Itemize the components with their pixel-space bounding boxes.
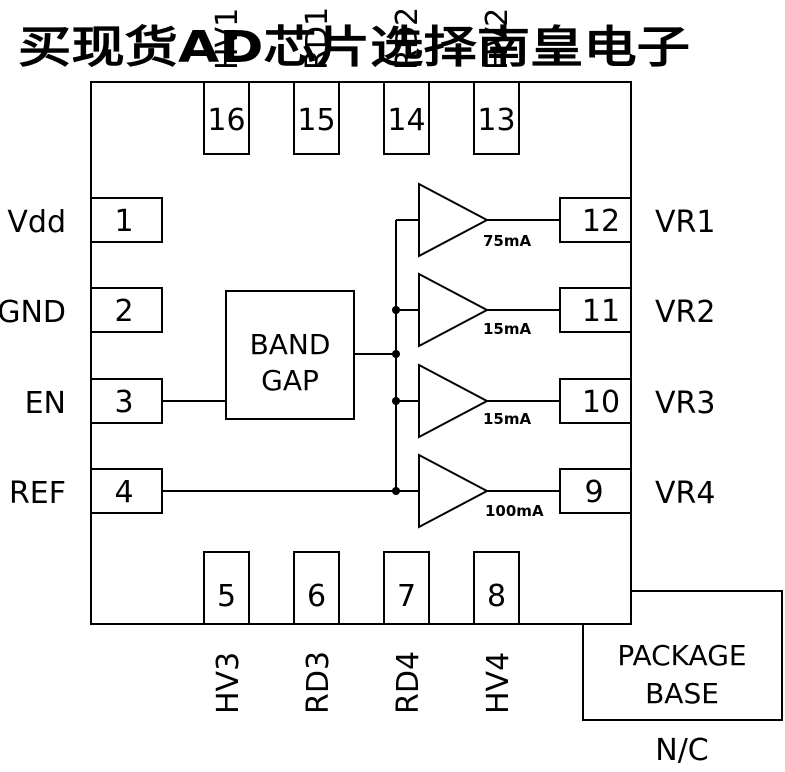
pin-3-label: EN bbox=[25, 386, 66, 421]
pin-8-label: HV4 bbox=[481, 652, 516, 714]
pin-11-label: VR2 bbox=[655, 295, 715, 330]
pin-12-label: VR1 bbox=[655, 205, 715, 240]
pin-15-label: RD1 bbox=[300, 7, 335, 70]
amp-1-current: 75mA bbox=[483, 232, 532, 250]
pin-10-number: 10 bbox=[582, 385, 620, 420]
amplifier-2 bbox=[418, 272, 490, 348]
pin-7-number: 7 bbox=[397, 579, 416, 614]
pin-15-number: 15 bbox=[297, 103, 335, 138]
pin-10-box bbox=[559, 378, 632, 424]
pin-1-box bbox=[90, 197, 163, 243]
pin-14-box bbox=[383, 81, 430, 155]
pin-2-box bbox=[90, 287, 163, 333]
pin-10-label: VR3 bbox=[655, 386, 715, 421]
pin-16-box bbox=[203, 81, 250, 155]
pin-9-label: VR4 bbox=[655, 476, 715, 511]
pin-11-box bbox=[559, 287, 632, 333]
amp-4-current: 100mA bbox=[485, 502, 544, 520]
band-gap-line1: BAND bbox=[250, 328, 331, 361]
pin-14-number: 14 bbox=[387, 103, 425, 138]
amp-3-current: 15mA bbox=[483, 410, 532, 428]
pin-5-number: 5 bbox=[217, 579, 236, 614]
pin-8-number: 8 bbox=[487, 579, 506, 614]
pin-7-label: RD4 bbox=[391, 651, 426, 714]
pin-6-box bbox=[293, 551, 340, 625]
pin-9-number: 9 bbox=[584, 475, 603, 510]
package-base-line1: PACKAGE bbox=[617, 639, 746, 672]
package-base-nc: N/C bbox=[655, 733, 709, 768]
pin-6-number: 6 bbox=[307, 579, 326, 614]
junction-dot bbox=[392, 306, 400, 314]
amp-2-current: 15mA bbox=[483, 320, 532, 338]
band-gap-line2: GAP bbox=[261, 364, 319, 397]
junction-dot bbox=[392, 487, 400, 495]
amplifier-1 bbox=[418, 182, 490, 258]
pin-12-box bbox=[559, 197, 632, 243]
pin-2-number: 2 bbox=[114, 294, 133, 329]
pin-1-label: Vdd bbox=[7, 205, 66, 240]
pin-11-number: 11 bbox=[582, 294, 620, 329]
pin-4-number: 4 bbox=[114, 475, 133, 510]
pin-7-box bbox=[383, 551, 430, 625]
pin-13-label: HV2 bbox=[480, 8, 515, 70]
pin-16-label: HV1 bbox=[210, 8, 245, 70]
pin-6-label: RD3 bbox=[301, 651, 336, 714]
package-base-line2: BASE bbox=[645, 677, 719, 710]
band-gap-block bbox=[225, 290, 355, 420]
pin-8-box bbox=[473, 551, 520, 625]
pin-2-label: GND bbox=[0, 295, 66, 330]
watermark: 买现货AD芯片选择南皇电子 bbox=[18, 22, 690, 73]
junction-dot bbox=[392, 350, 400, 358]
amplifier-4 bbox=[418, 453, 490, 529]
junction-dot bbox=[392, 397, 400, 405]
package-base-outline bbox=[582, 590, 783, 721]
pin-12-number: 12 bbox=[582, 204, 620, 239]
pin-15-box bbox=[293, 81, 340, 155]
pin-5-box bbox=[203, 551, 250, 625]
pin-4-label: REF bbox=[9, 476, 66, 511]
pin-13-box bbox=[473, 81, 520, 155]
pin-3-number: 3 bbox=[114, 385, 133, 420]
amplifier-3 bbox=[418, 363, 490, 439]
pin-16-number: 16 bbox=[207, 103, 245, 138]
pin-4-box bbox=[90, 468, 163, 514]
pin-9-box bbox=[559, 468, 632, 514]
pin-14-label: RD2 bbox=[390, 7, 425, 70]
pin-5-label: HV3 bbox=[211, 652, 246, 714]
pin-13-number: 13 bbox=[477, 103, 515, 138]
pin-1-number: 1 bbox=[114, 204, 133, 239]
